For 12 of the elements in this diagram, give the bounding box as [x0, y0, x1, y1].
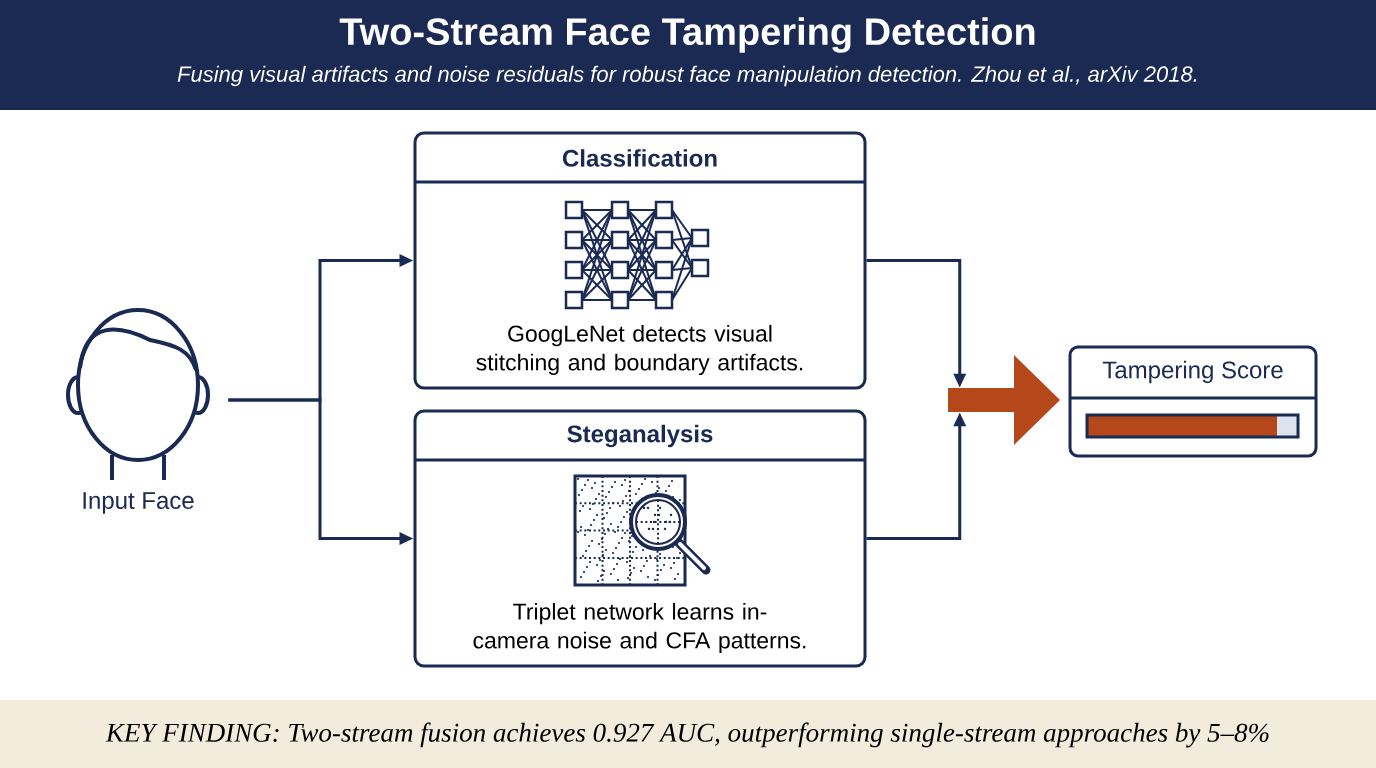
node-label: Triplet network learns in-camera noise and CFA patterns.: [473, 602, 806, 654]
subtitle: Fusing visual artifacts and noise residuals for robust face manipulation detection. Zhou et al., arXiv 2018.: [177, 65, 1197, 87]
node-caption: Input Face: [83, 492, 194, 514]
finding-banner: KEY FINDING: Two-stream fusion achieves 0.927 AUC, outperforming single-stream approaches by 5–8%: [0, 700, 1376, 768]
fusion-arrow: [948, 355, 1060, 445]
stream-box: Steganalysis Triplet network learns in-camera noise and CFA patterns.: [413, 409, 867, 668]
node-label: Steganalysis: [567, 424, 713, 448]
output-box: Tampering Score: [1068, 345, 1318, 458]
title: Two-Stream Face Tampering Detection: [339, 17, 1035, 53]
node-label: GoogLeNet detects visual stitching and boundary artifacts.: [476, 324, 803, 376]
stream-box: Classification GoogLeNet detects visual stitching and boundary artifacts.: [413, 131, 867, 390]
node-label: Classification: [562, 149, 717, 167]
